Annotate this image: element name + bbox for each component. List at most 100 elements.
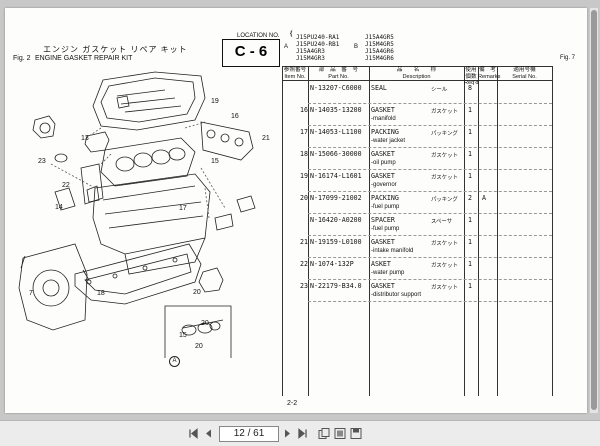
row-sub-description: -fuel pump xyxy=(371,226,400,232)
page-number-input[interactable]: 12 / 61 xyxy=(219,426,279,442)
row-ref: 18 xyxy=(300,150,308,158)
row-ref: 16 xyxy=(300,106,308,114)
row-description: GASKET xyxy=(371,282,395,290)
row-description-jp: パッキング xyxy=(431,131,458,137)
row-description-jp: パッキング xyxy=(431,197,458,203)
row-ref: 21 xyxy=(300,238,308,246)
callout-7: 7 xyxy=(29,290,33,297)
row-description-jp: スペーサ xyxy=(431,219,453,225)
row-qty: 1 xyxy=(468,238,472,246)
row-qty: 1 xyxy=(468,282,472,290)
callout-20b: 20 xyxy=(201,320,209,327)
row-ref: 23 xyxy=(300,282,308,290)
row-part-no: N-22179-B34.0 xyxy=(310,282,362,290)
row-part-no: N-1074-132P xyxy=(310,260,354,268)
flywheel-housing xyxy=(18,243,88,331)
fuel-filter xyxy=(80,163,104,205)
location-code: C - 6 xyxy=(234,43,268,60)
row-qty: 1 xyxy=(468,150,472,158)
row-part-no: N-16174-L1601 xyxy=(310,172,362,180)
row-description: GASKET xyxy=(371,106,395,114)
row-description-jp: シール xyxy=(431,87,448,93)
copy-icon[interactable] xyxy=(318,427,330,440)
row-description-jp: ガスケット xyxy=(431,263,458,269)
title-english: ENGINE GASKET REPAIR KIT xyxy=(35,55,133,62)
row-sub-description: -water pump xyxy=(371,270,405,276)
callout-14: 14 xyxy=(55,204,63,211)
row-description: SPACER xyxy=(371,216,395,224)
row-remarks: A xyxy=(482,194,486,202)
scrollbar-thumb[interactable] xyxy=(591,10,597,410)
row-description-jp: ガスケット xyxy=(431,285,458,291)
row-part-no: N-16420-A0200 xyxy=(310,216,362,224)
models-b-list: J15A4GR5 J15M4GR5 J15A4GR6 J15M4GR6 xyxy=(365,34,394,62)
row-part-no: N-19159-L0100 xyxy=(310,238,362,246)
fit-page-icon[interactable] xyxy=(334,427,346,440)
save-icon[interactable] xyxy=(350,427,362,440)
row-description: GASKET xyxy=(371,238,395,246)
row-divider xyxy=(308,257,552,258)
callout-22: 22 xyxy=(62,182,70,189)
figure-label-right: Fig. 7 xyxy=(560,55,576,61)
row-divider xyxy=(308,147,552,148)
models-a-marker: A xyxy=(284,44,289,50)
water-outlet xyxy=(84,131,110,153)
row-ref: 17 xyxy=(300,128,308,136)
callout-23: 23 xyxy=(38,158,46,165)
models-a-list: J15PU240-RA1 J15PU240-RB1 J15A4GR3 J15M4… xyxy=(296,34,340,62)
row-qty: 1 xyxy=(468,128,472,136)
callout-21: 21 xyxy=(262,135,270,142)
callout-18: 18 xyxy=(97,290,105,297)
row-divider xyxy=(308,301,552,302)
document-page: エンジン ガスケット リペア キット Fig. 2 ENGINE GASKET … xyxy=(5,8,587,413)
manifold-gasket xyxy=(200,121,254,161)
title-japanese: エンジン ガスケット リペア キット xyxy=(43,45,188,54)
location-label: LOCATION NO. xyxy=(237,33,280,39)
row-description: SEAL xyxy=(371,84,387,92)
row-description: PACKING xyxy=(371,194,399,202)
callout-a: A xyxy=(169,356,180,367)
row-qty: 2 xyxy=(468,194,472,202)
last-page-icon[interactable] xyxy=(298,427,308,440)
row-divider xyxy=(308,279,552,280)
row-description-jp: ガスケット xyxy=(431,241,458,247)
exploded-diagram xyxy=(18,71,256,358)
callout-20a: 20 xyxy=(193,289,201,296)
row-description-jp: ガスケット xyxy=(431,153,458,159)
head-gasket xyxy=(100,137,196,187)
viewer-toolbar: 12 / 61 xyxy=(0,420,600,446)
row-description: PACKING xyxy=(371,128,399,136)
row-qty: 1 xyxy=(468,172,472,180)
callout-20c: 20 xyxy=(195,343,203,350)
fuel-pump xyxy=(198,267,224,293)
row-sub-description: -fuel pump xyxy=(371,204,400,210)
row-qty: 1 xyxy=(468,106,472,114)
prev-page-icon[interactable] xyxy=(204,427,212,440)
first-page-icon[interactable] xyxy=(188,427,198,440)
callout-15b: 15 xyxy=(179,332,187,339)
row-ref: 20 xyxy=(300,194,308,202)
row-ref: 19 xyxy=(300,172,308,180)
row-divider xyxy=(308,213,552,214)
vertical-scrollbar[interactable] xyxy=(590,8,598,413)
engine-block xyxy=(92,173,211,255)
row-sub-description: -oil pump xyxy=(371,160,396,166)
valve-cover xyxy=(92,71,206,131)
page-reference: 2-2 xyxy=(287,400,298,407)
row-sub-description: -manifold xyxy=(371,116,396,122)
callout-16: 16 xyxy=(231,113,239,120)
models-a-bracket: { xyxy=(290,31,293,37)
next-page-icon[interactable] xyxy=(284,427,292,440)
callout-17: 17 xyxy=(179,205,187,212)
row-sub-description: -water jacket xyxy=(371,138,406,144)
row-qty: 8 xyxy=(468,84,472,92)
row-sub-description: -intake manifold xyxy=(371,248,414,254)
row-ref: 22 xyxy=(300,260,308,268)
row-sub-description: -distributor support xyxy=(371,292,422,298)
row-qty: 1 xyxy=(468,260,472,268)
row-divider xyxy=(308,191,552,192)
